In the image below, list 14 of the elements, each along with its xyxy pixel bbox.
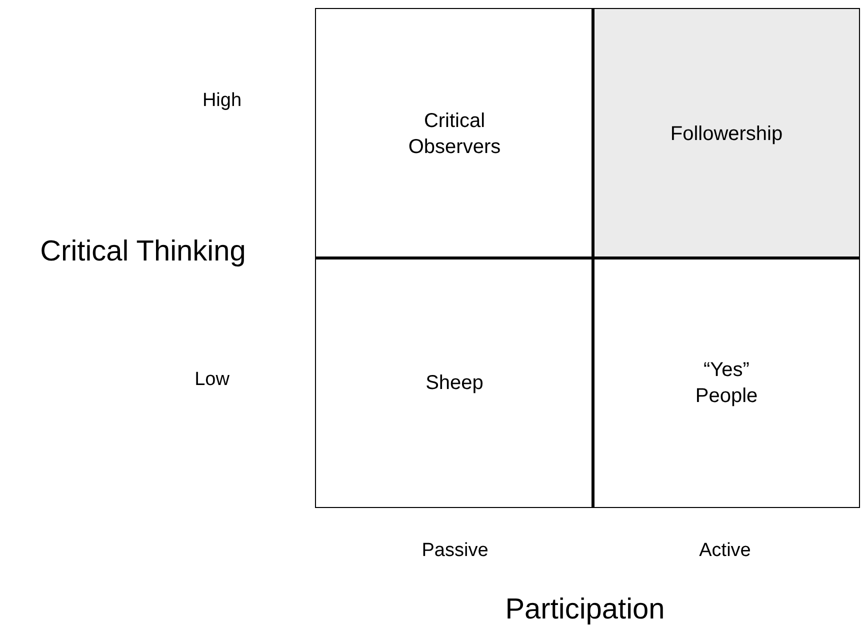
axis-title: Participation <box>505 594 665 626</box>
quadrant-label: “Yes” People <box>694 358 759 408</box>
quadrant-label: Followership <box>670 122 783 146</box>
quadrant-box <box>593 8 860 259</box>
quadrant-box <box>593 257 860 508</box>
quadrant-box <box>315 257 594 508</box>
axis-level-label: Active <box>699 540 751 562</box>
axis-title: Critical Thinking <box>40 236 246 268</box>
quadrant-label: Sheep <box>426 370 484 396</box>
axis-level-label: Low <box>194 369 230 391</box>
quadrant-label: Critical Observers <box>407 108 502 160</box>
axis-level-label: High <box>202 90 242 112</box>
axis-level-label: Passive <box>422 540 488 562</box>
quadrant-box <box>315 8 594 259</box>
